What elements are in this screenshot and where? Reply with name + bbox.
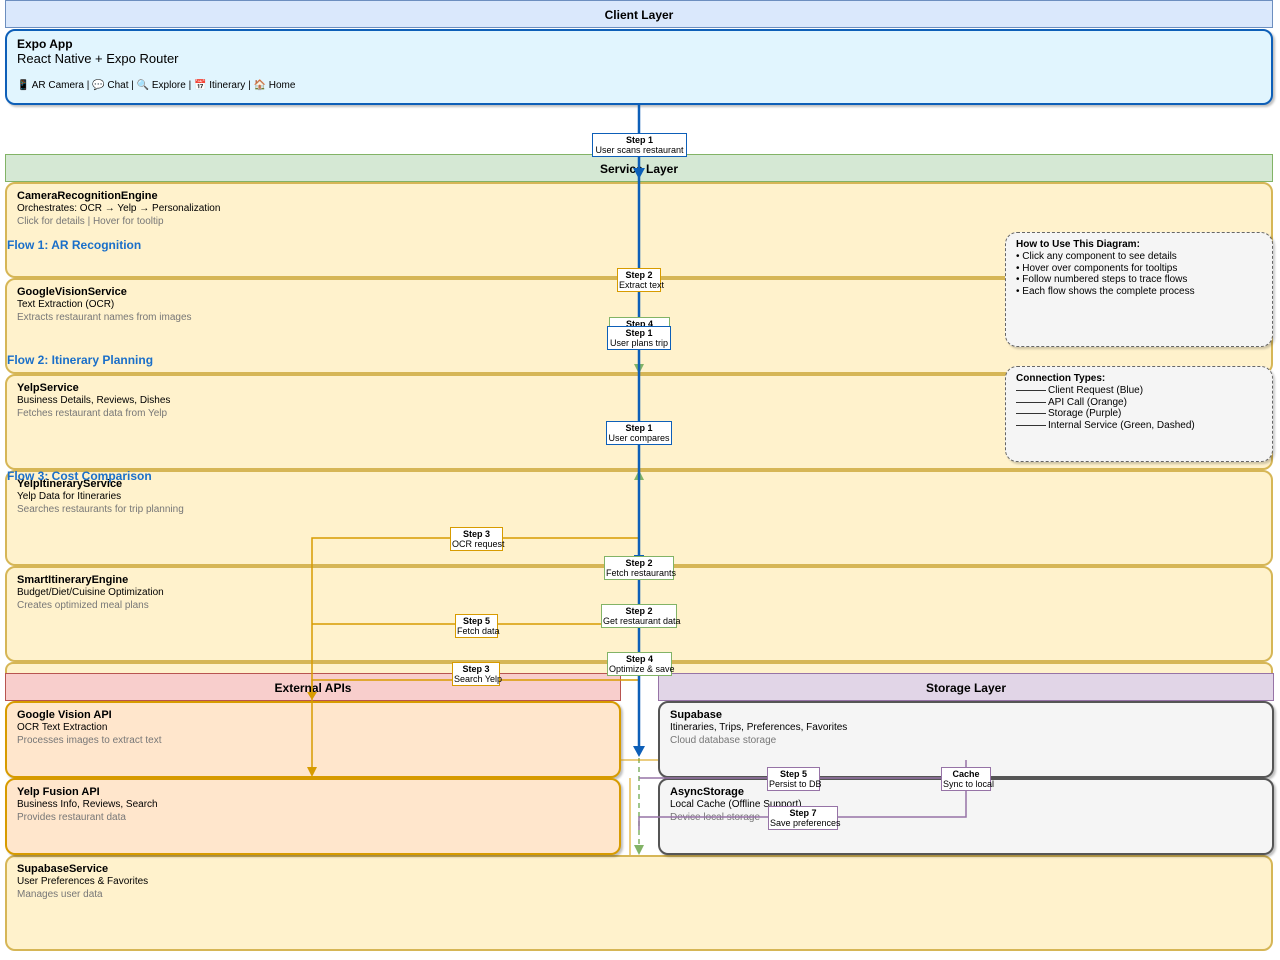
- flow-1-label: Flow 1: AR Recognition: [7, 238, 142, 252]
- service-note: Creates optimized meal plans: [17, 600, 149, 611]
- chat-icon: 💬: [92, 80, 105, 91]
- arrow-head-icon: [633, 746, 645, 757]
- supabase-service-node[interactable]: SupabaseService User Preferences & Favor…: [5, 855, 1273, 951]
- client-layer-header: Client Layer: [5, 0, 1273, 28]
- api-note: Provides restaurant data: [17, 812, 126, 823]
- service-note: Searches restaurants for trip planning: [17, 504, 184, 515]
- storage-title: AsyncStorage: [670, 786, 744, 798]
- legend-line-icon: [1016, 424, 1046, 426]
- expo-app-node[interactable]: Expo App React Native + Expo Router 📱 AR…: [5, 29, 1273, 105]
- edge-internal-green-2: [621, 759, 658, 855]
- legend-label: API Call (Orange): [1048, 396, 1127, 408]
- calendar-icon: 📅: [193, 80, 207, 91]
- service-desc: Orchestrates: OCR → Yelp → Personalizati…: [17, 203, 221, 214]
- arrow-head-icon: [307, 692, 317, 700]
- api-desc: OCR Text Extraction: [17, 722, 108, 733]
- legend-note: Connection Types: Client Request (Blue) …: [1005, 366, 1273, 462]
- arrow-head-icon: [307, 767, 317, 777]
- storage-desc: Itineraries, Trips, Preferences, Favorit…: [670, 722, 848, 733]
- legend-line-icon: [1016, 401, 1046, 403]
- legend-label: Client Request (Blue): [1048, 385, 1144, 396]
- expo-app-subtitle: React Native + Expo Router: [17, 51, 179, 66]
- service-desc: Business Details, Reviews, Dishes: [17, 395, 171, 406]
- arrow-head-icon: [634, 845, 644, 855]
- api-desc: Business Info, Reviews, Search: [17, 799, 158, 810]
- nav-chat: Chat: [107, 80, 129, 91]
- nav-separator: |: [248, 80, 251, 91]
- legend-label: Internal Service (Green, Dashed): [1048, 419, 1195, 431]
- howto-line: • Each flow shows the complete process: [1016, 285, 1195, 297]
- howto-line: • Follow numbered steps to trace flows: [1016, 274, 1188, 285]
- storage-desc: Local Cache (Offline Support): [670, 799, 802, 810]
- nav-ar-camera: AR Camera: [31, 80, 84, 91]
- flow-2-label: Flow 2: Itinerary Planning: [7, 353, 154, 367]
- edge-search-yelp: [311, 679, 639, 695]
- service-title: YelpItineraryService: [17, 478, 123, 490]
- nav-separator: |: [131, 80, 134, 91]
- legend-line-icon: [1016, 413, 1046, 415]
- legend-line-icon: [1016, 390, 1046, 392]
- api-title: Yelp Fusion API: [17, 786, 100, 798]
- home-icon: 🏠: [253, 80, 266, 91]
- storage-note: Cloud database storage: [670, 735, 777, 746]
- flow-3-label: Flow 3: Cost Comparison: [7, 469, 152, 483]
- service-desc: User Preferences & Favorites: [17, 876, 149, 887]
- nav-home: Home: [268, 80, 296, 91]
- service-note: Manages user data: [17, 889, 103, 900]
- legend-title: Connection Types:: [1016, 373, 1106, 384]
- nav-itinerary: Itinerary: [209, 80, 246, 91]
- legend-label: Storage (Purple): [1048, 408, 1122, 419]
- howto-note: How to Use This Diagram: • Click any com…: [1005, 232, 1273, 347]
- nav-separator: |: [188, 80, 192, 91]
- service-desc: Yelp Data for Itineraries: [17, 491, 122, 502]
- phone-icon: 📱: [17, 80, 30, 91]
- service-title: GoogleVisionService: [17, 286, 127, 298]
- service-note: Fetches restaurant data from Yelp: [17, 408, 168, 419]
- arrow-head-icon: [633, 168, 645, 179]
- service-desc: Text Extraction (OCR): [17, 299, 115, 310]
- service-title: SmartItineraryEngine: [17, 574, 129, 586]
- service-note: Extracts restaurant names from images: [17, 312, 192, 323]
- expo-app-nav: 📱 AR Camera | 💬 Chat | 🔍 Explore | 📅 Iti…: [17, 79, 1261, 93]
- edge-ocr-request: [311, 537, 639, 770]
- howto-line: • Hover over components for tooltips: [1016, 262, 1178, 274]
- yelp-fusion-api-node[interactable]: Yelp Fusion API Business Info, Reviews, …: [5, 778, 621, 855]
- expo-app-title: Expo App: [17, 37, 73, 51]
- storage-title: Supabase: [670, 709, 722, 721]
- search-icon: 🔍: [136, 80, 150, 91]
- service-title: SupabaseService: [17, 863, 109, 875]
- nav-explore: Explore: [151, 80, 186, 91]
- storage-layer-header: Storage Layer: [658, 673, 1274, 701]
- howto-title: How to Use This Diagram:: [1016, 239, 1140, 250]
- legend-item: Storage (Purple): [1016, 408, 1262, 420]
- service-title: YelpService: [17, 382, 79, 394]
- google-vision-api-node[interactable]: Google Vision API OCR Text Extraction Pr…: [5, 701, 621, 778]
- api-note: Processes images to extract text: [17, 735, 162, 746]
- legend-item: Internal Service (Green, Dashed): [1016, 420, 1262, 432]
- service-title: CameraRecognitionEngine: [17, 190, 158, 202]
- api-title: Google Vision API: [17, 709, 112, 721]
- service-desc: Budget/Diet/Cuisine Optimization: [17, 587, 164, 598]
- howto-line: • Click any component to see details: [1016, 251, 1177, 262]
- service-note: Click for details | Hover for tooltip: [17, 216, 164, 227]
- nav-separator: |: [86, 80, 90, 91]
- legend-item: Client Request (Blue): [1016, 385, 1262, 397]
- legend-item: API Call (Orange): [1016, 397, 1262, 409]
